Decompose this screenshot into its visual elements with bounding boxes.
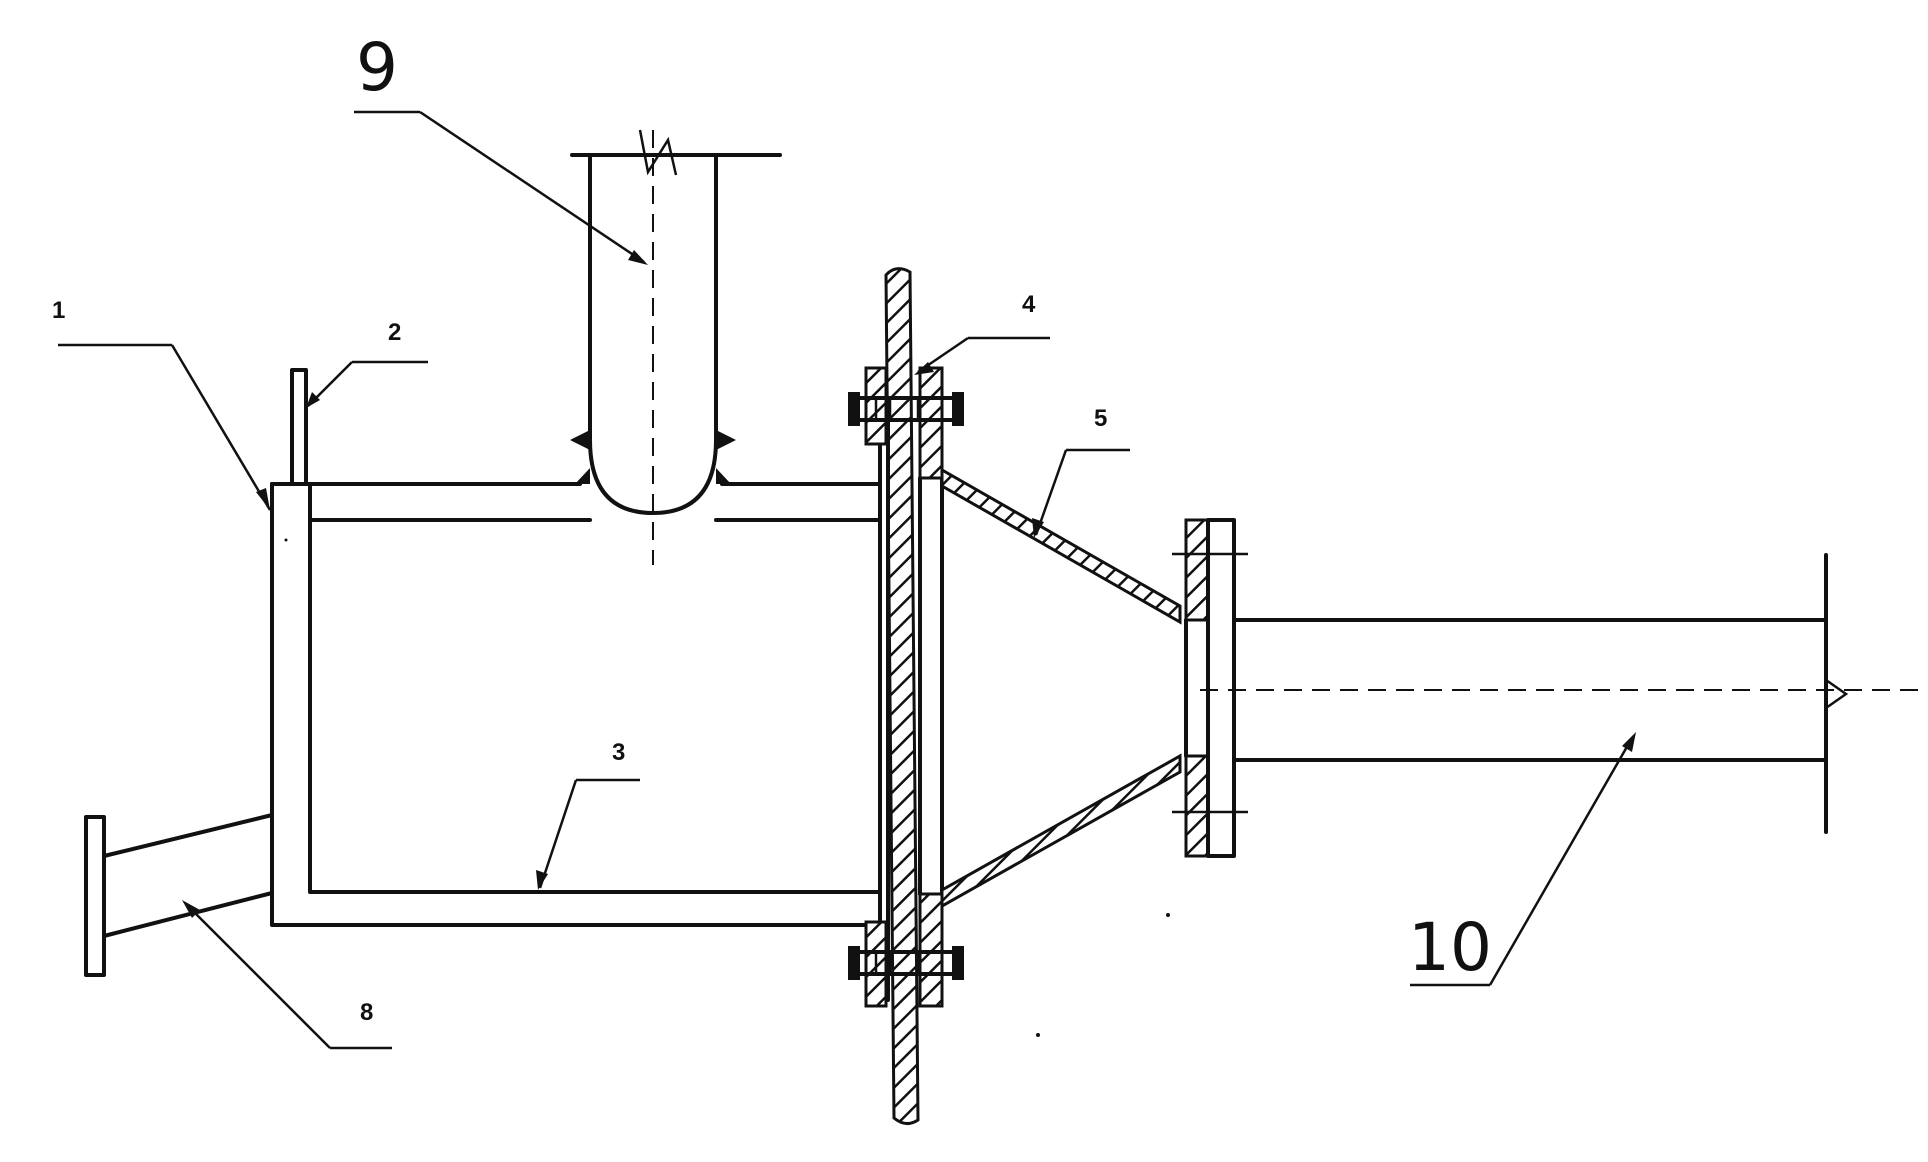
stray-dot xyxy=(1036,1033,1040,1037)
wall-flange xyxy=(864,267,944,1125)
callout-2: 2 xyxy=(306,319,428,408)
top-bolt xyxy=(848,392,964,426)
stray-dot xyxy=(1166,913,1170,917)
label-4: 4 xyxy=(1022,291,1036,318)
vertical-pipe xyxy=(570,129,782,565)
label-10: 10 xyxy=(1408,909,1492,986)
conical-reducer xyxy=(940,467,1182,909)
label-5: 5 xyxy=(1094,405,1107,432)
callout-9: 9 xyxy=(354,29,648,265)
vent-nozzle xyxy=(290,368,308,486)
main-housing xyxy=(270,482,882,927)
callout-8: 8 xyxy=(182,900,392,1050)
callout-5: 5 xyxy=(1032,405,1130,538)
bottom-bolt xyxy=(848,946,964,980)
inlet-pipe xyxy=(84,813,274,977)
callout-4: 4 xyxy=(914,291,1050,375)
label-8: 8 xyxy=(360,999,373,1026)
label-2: 2 xyxy=(388,319,401,346)
outlet-flange xyxy=(1172,518,1248,858)
label-1: 1 xyxy=(52,297,65,324)
callout-10: 10 xyxy=(1408,732,1636,987)
label-3: 3 xyxy=(612,739,625,766)
label-9: 9 xyxy=(356,29,398,106)
outlet-pipe xyxy=(1200,553,1920,834)
stray-dot xyxy=(284,538,288,542)
callout-1: 1 xyxy=(52,297,272,511)
callout-3: 3 xyxy=(536,739,640,890)
